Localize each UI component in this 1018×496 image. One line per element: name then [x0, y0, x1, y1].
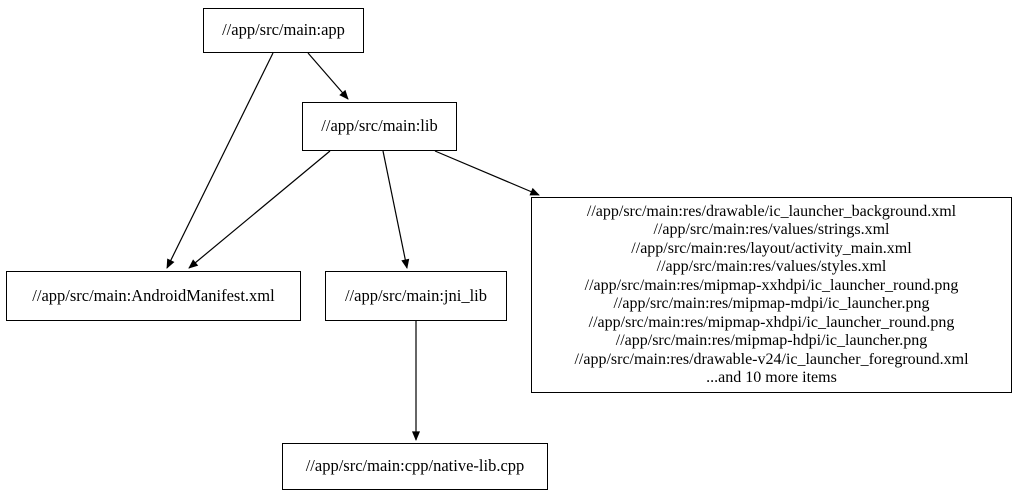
node-res-files: //app/src/main:res/drawable/ic_launcher_… — [531, 197, 1012, 393]
res-file-line: //app/src/main:res/layout/activity_main.… — [631, 239, 912, 257]
edge-lib-to-res-files — [434, 150, 540, 196]
node-native-lib-cpp-label: //app/src/main:cpp/native-lib.cpp — [305, 456, 525, 476]
node-android-manifest: //app/src/main:AndroidManifest.xml — [6, 271, 301, 321]
edge-lib-to-manifest — [188, 150, 331, 269]
res-more-items-line: ...and 10 more items — [706, 369, 837, 386]
res-file-line: //app/src/main:res/drawable/ic_launcher_… — [586, 202, 957, 220]
res-file-line: //app/src/main:res/mipmap-xhdpi/ic_launc… — [588, 313, 955, 331]
node-android-manifest-label: //app/src/main:AndroidManifest.xml — [32, 285, 275, 305]
edge-lib-to-jni-lib — [382, 150, 410, 269]
edge-app-to-lib — [307, 52, 349, 100]
node-jni-lib-label: //app/src/main:jni_lib — [344, 285, 488, 305]
node-jni-lib: //app/src/main:jni_lib — [325, 271, 507, 321]
res-file-line: //app/src/main:res/values/styles.xml — [656, 258, 887, 275]
res-file-line: //app/src/main:res/drawable-v24/ic_launc… — [574, 350, 969, 368]
node-app-label: //app/src/main:app — [222, 20, 345, 40]
res-file-line: //app/src/main:res/mipmap-xxhdpi/ic_laun… — [584, 276, 959, 294]
res-file-line: //app/src/main:res/mipmap-hdpi/ic_launch… — [615, 332, 928, 349]
node-native-lib-cpp: //app/src/main:cpp/native-lib.cpp — [282, 443, 548, 490]
res-file-line: //app/src/main:res/values/strings.xml — [653, 221, 890, 238]
res-file-line: //app/src/main:res/mipmap-mdpi/ic_launch… — [613, 295, 930, 312]
node-lib: //app/src/main:lib — [302, 102, 457, 151]
edge-app-to-manifest — [166, 52, 274, 269]
node-app: //app/src/main:app — [203, 8, 364, 53]
node-lib-label: //app/src/main:lib — [321, 116, 438, 136]
